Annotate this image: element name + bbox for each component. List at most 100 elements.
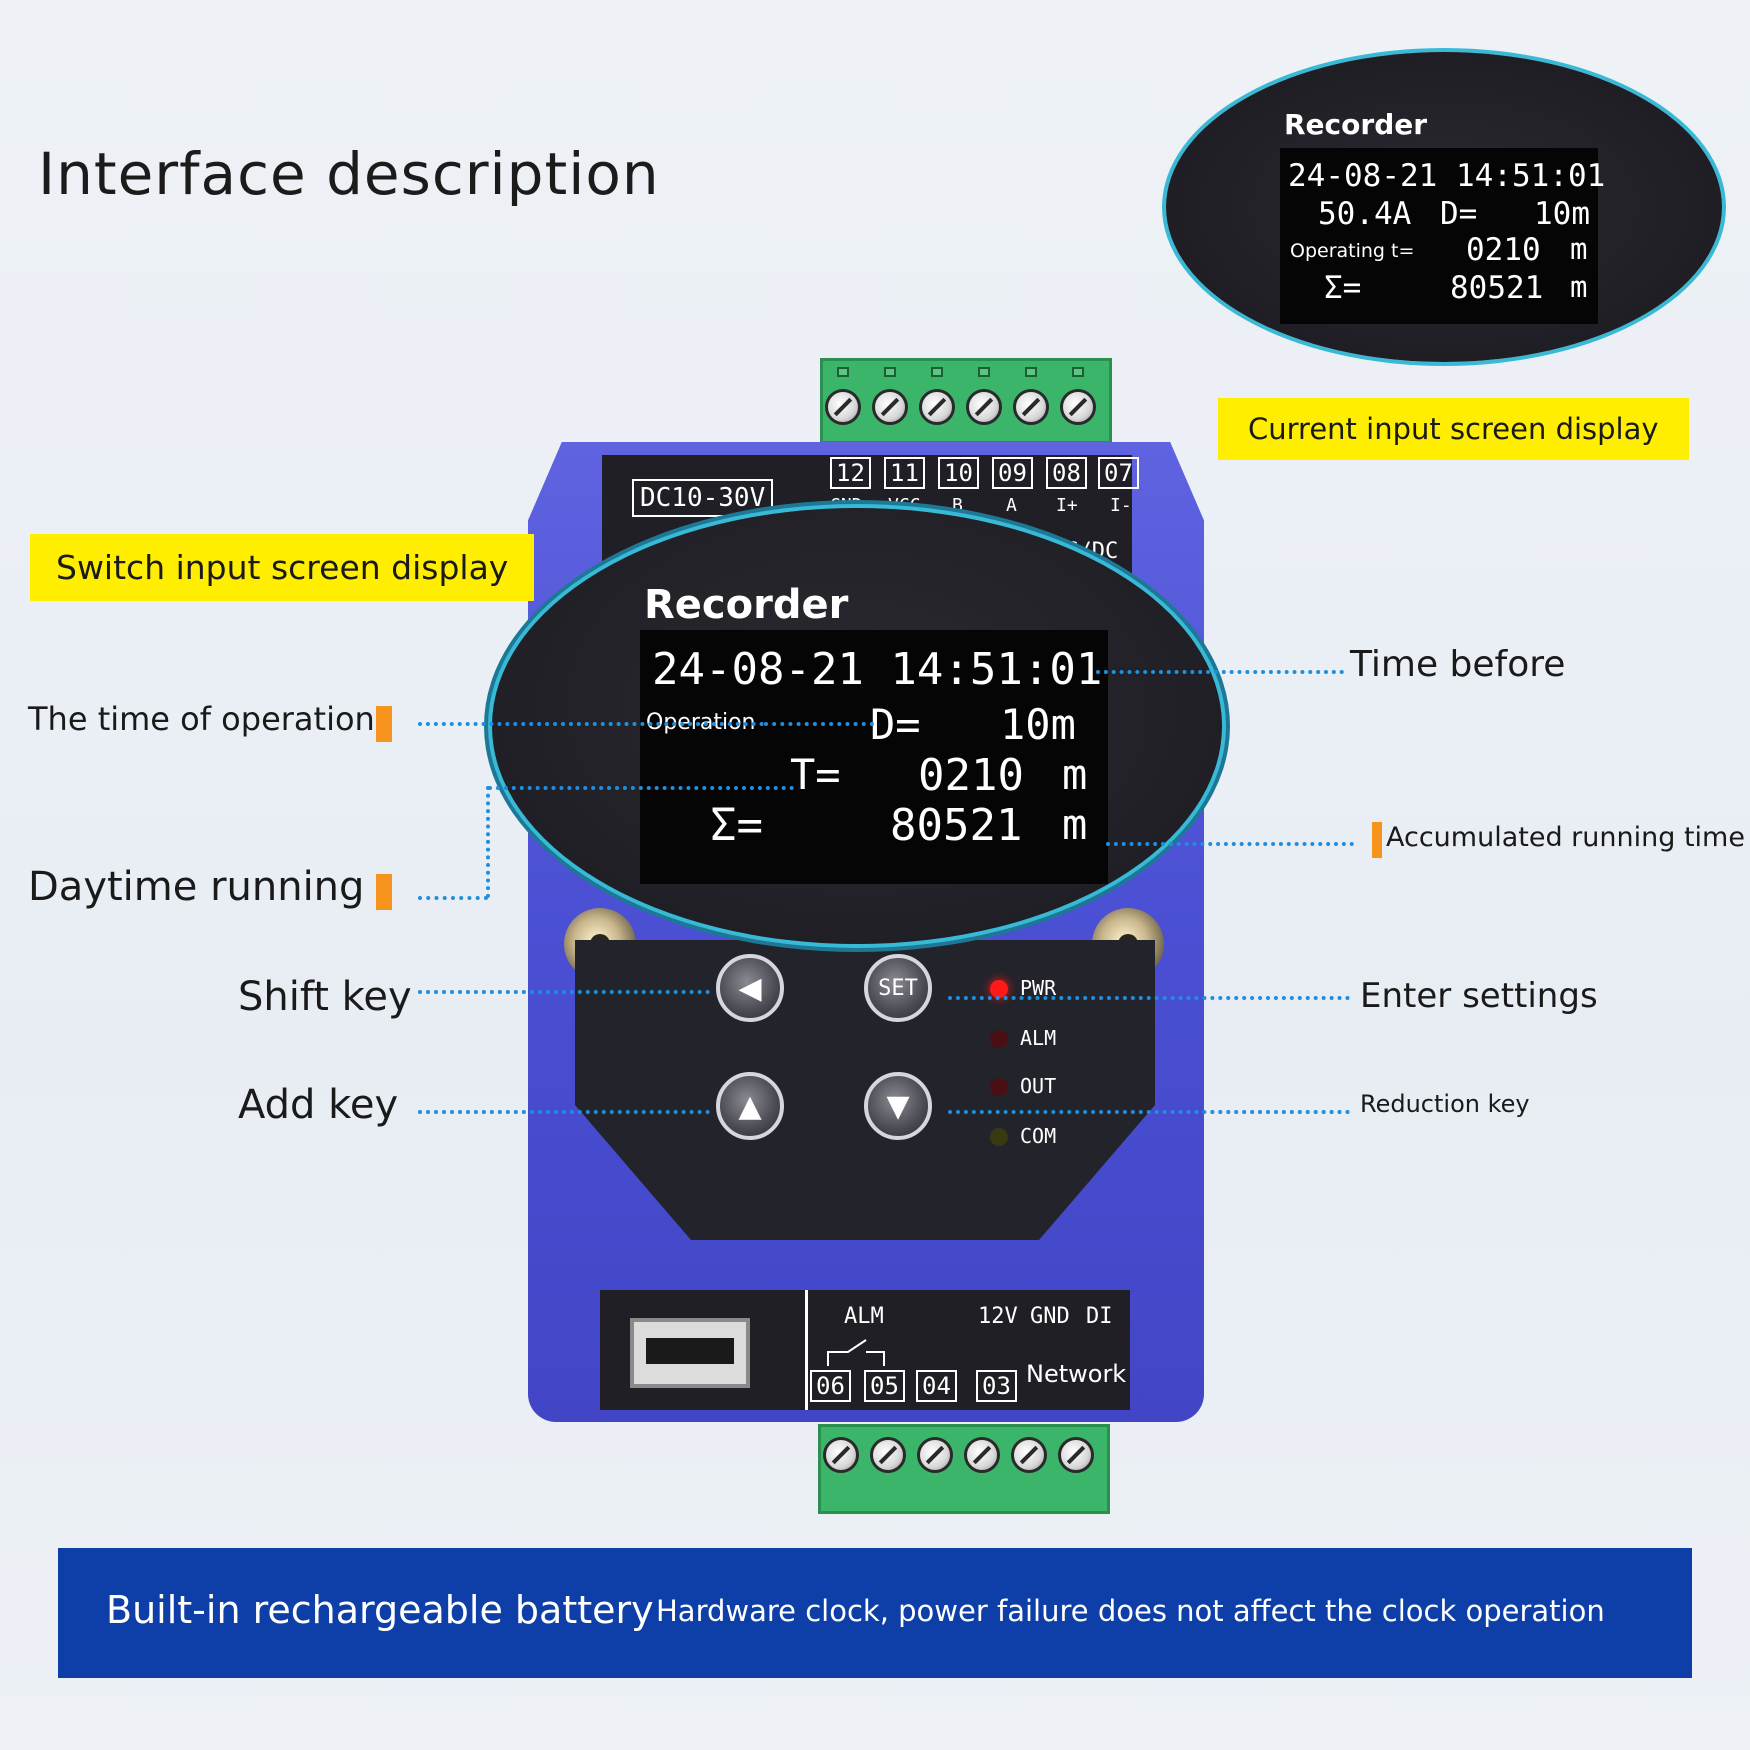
pin-number: 12	[830, 457, 871, 489]
terminal-pin	[978, 367, 990, 377]
pin-name: A	[1006, 495, 1017, 516]
current-input-tag: Current input screen display	[1218, 398, 1689, 460]
lcd-operating-value: 0210	[1466, 232, 1541, 268]
terminal-pin	[837, 367, 849, 377]
lcd-display-small: 24-08-21 14:51:01 50.4A D= 10m Operating…	[1280, 148, 1605, 324]
pin-number: 10	[938, 457, 979, 489]
set-key-button[interactable]: SET	[864, 954, 932, 1022]
lcd-sum-label: Σ=	[710, 800, 763, 851]
lcd-d-value: 10m	[1534, 196, 1590, 232]
lcd-d-value: 10m	[1000, 700, 1076, 749]
pin-number: 04	[916, 1370, 957, 1402]
terminal-pin	[1025, 367, 1037, 377]
leader-line	[1106, 842, 1354, 846]
accumulated-running-callout: Accumulated running time	[1386, 822, 1745, 853]
lcd-datetime: 24-08-21 14:51:01	[652, 644, 1103, 695]
time-before-callout: Time before	[1350, 644, 1566, 685]
up-arrow-icon: ▲	[738, 1088, 762, 1124]
pin-number: 08	[1046, 457, 1087, 489]
shift-key-callout: Shift key	[238, 974, 412, 1020]
set-key-label: SET	[878, 975, 918, 1001]
terminal-screw-icon	[917, 1437, 953, 1473]
lcd-sum-unit: m	[1062, 800, 1088, 849]
gnd-terminal-label: GND	[1030, 1304, 1070, 1329]
lcd-t-value: 0210	[918, 750, 1024, 801]
terminal-pin	[884, 367, 896, 377]
led-light-icon	[990, 1078, 1008, 1096]
banner-battery-text: Built-in rechargeable battery	[106, 1588, 654, 1632]
terminal-screw-icon	[964, 1437, 1000, 1473]
leader-line	[948, 996, 1350, 1000]
switch-input-screen-magnifier: Recorder 24-08-21 14:51:01 Operation D= …	[492, 508, 1222, 944]
terminal-screw-icon	[1011, 1437, 1047, 1473]
banner-clock-text: Hardware clock, power failure does not a…	[656, 1594, 1605, 1628]
lcd-datetime: 24-08-21 14:51:01	[1288, 158, 1606, 194]
led-label: ALM	[1020, 1026, 1057, 1050]
lcd-operating-unit: m	[1570, 232, 1588, 266]
terminal-screw-icon	[1013, 389, 1049, 425]
shift-key-button[interactable]: ◀	[716, 954, 784, 1022]
enter-settings-callout: Enter settings	[1360, 976, 1598, 1016]
leader-line	[764, 722, 874, 726]
down-arrow-icon: ▼	[886, 1088, 910, 1124]
lcd-sum-value: 80521	[1450, 270, 1544, 306]
reduction-key-button[interactable]: ▼	[864, 1072, 932, 1140]
recorder-heading: Recorder	[644, 582, 849, 628]
terminal-screw-icon	[872, 389, 908, 425]
alm-terminal-label: ALM	[844, 1304, 884, 1329]
terminal-screw-icon	[1058, 1437, 1094, 1473]
leader-line	[418, 990, 710, 994]
leader-line	[488, 786, 794, 790]
top-terminal-block	[820, 358, 1112, 444]
di-terminal-label: DI	[1086, 1304, 1113, 1329]
lcd-sum-label: Σ=	[1324, 270, 1362, 306]
current-input-screen-magnifier: Recorder 24-08-21 14:51:01 50.4A D= 10m …	[1166, 52, 1722, 362]
recorder-heading: Recorder	[1284, 108, 1428, 141]
lcd-display-main: 24-08-21 14:51:01 Operation D= 10m T= 02…	[640, 630, 1108, 884]
terminal-pin	[931, 367, 943, 377]
lcd-d-label: D=	[870, 700, 921, 749]
orange-marker	[376, 874, 392, 910]
feature-banner: Built-in rechargeable battery Hardware c…	[58, 1548, 1692, 1678]
left-arrow-icon: ◀	[738, 970, 762, 1006]
leader-line	[1096, 670, 1344, 674]
time-of-operation-callout: The time of operation	[28, 700, 375, 738]
leader-line	[418, 722, 764, 726]
leader-line	[418, 1110, 710, 1114]
usb-port-icon[interactable]	[630, 1318, 750, 1388]
pin-number: 11	[884, 457, 925, 489]
pin-number: 07	[1098, 457, 1139, 489]
pin-number: 03	[976, 1370, 1017, 1402]
lcd-current-value: 50.4A	[1318, 196, 1412, 232]
pin-name: I-	[1110, 495, 1132, 516]
terminal-screw-icon	[823, 1437, 859, 1473]
pin-name: I+	[1056, 495, 1078, 516]
leader-line	[486, 786, 490, 898]
terminal-screw-icon	[870, 1437, 906, 1473]
lcd-sum-value: 80521	[890, 800, 1023, 851]
reduction-key-callout: Reduction key	[1360, 1090, 1530, 1118]
relay-switch-icon	[827, 1339, 885, 1366]
lcd-operating-label: Operating t=	[1290, 240, 1415, 262]
power-label: DC10-30V	[640, 483, 766, 513]
add-key-callout: Add key	[238, 1082, 399, 1128]
orange-marker	[376, 706, 392, 742]
pin-number: 05	[864, 1370, 905, 1402]
pin-number: 09	[992, 457, 1033, 489]
pin-name: B	[952, 495, 963, 516]
network-label: Network	[1026, 1360, 1127, 1388]
led-light-icon	[990, 980, 1008, 998]
lcd-sum-unit: m	[1570, 270, 1588, 304]
led-label: COM	[1020, 1124, 1057, 1148]
power-label-box: DC10-30V	[632, 479, 774, 517]
terminal-screw-icon	[1060, 389, 1096, 425]
terminal-pin	[1072, 367, 1084, 377]
leader-line	[948, 1110, 1350, 1114]
lcd-t-label: T=	[790, 750, 841, 799]
led-light-icon	[990, 1030, 1008, 1048]
terminal-screw-icon	[825, 389, 861, 425]
12v-terminal-label: 12V	[978, 1304, 1018, 1329]
daytime-running-callout: Daytime running	[28, 864, 365, 910]
add-key-button[interactable]: ▲	[716, 1072, 784, 1140]
lcd-t-unit: m	[1062, 750, 1088, 799]
